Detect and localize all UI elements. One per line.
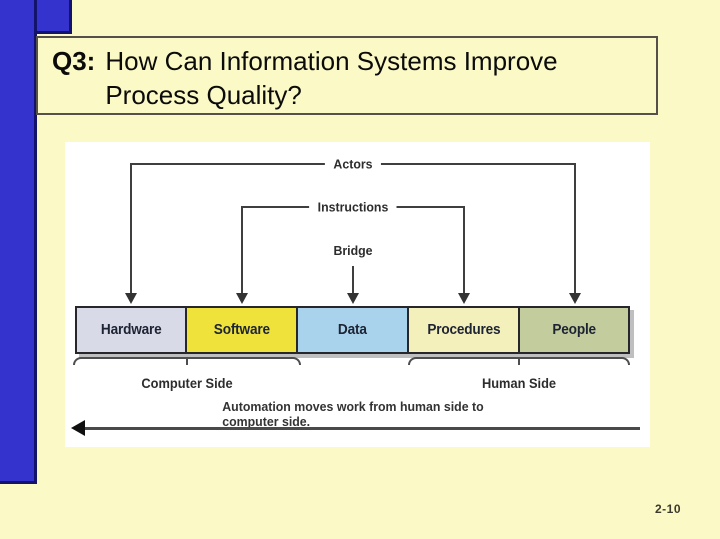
instructions-bracket-line: Instructions [242, 199, 464, 215]
instructions-label: Instructions [309, 199, 397, 215]
component-box-procedures: Procedures [408, 306, 519, 354]
component-box-people: People [519, 306, 630, 354]
down-arrow-people-line [574, 163, 576, 293]
diagram-panel: Actors Instructions Bridge Hardware Soft… [65, 142, 650, 447]
down-arrow-data-line [352, 266, 354, 293]
down-arrowhead-procedures-icon [458, 293, 470, 304]
title-line2: Process Quality? [105, 80, 302, 110]
down-arrow-software-line [241, 206, 243, 293]
human-side-brace-tick [518, 357, 520, 365]
component-label: Data [338, 322, 367, 338]
component-label: Procedures [426, 322, 501, 338]
component-label: Hardware [100, 322, 162, 338]
title-box: Q3: How Can Information Systems Improve … [36, 36, 658, 115]
computer-side-label: Computer Side [141, 376, 233, 391]
human-side-label: Human Side [481, 376, 557, 391]
component-label: Software [213, 322, 270, 338]
actors-bracket-line: Actors [131, 156, 575, 172]
component-label: People [552, 322, 596, 338]
automation-arrow-line [83, 427, 640, 430]
down-arrowhead-data-icon [347, 293, 359, 304]
down-arrowhead-hardware-icon [125, 293, 137, 304]
title-prefix: Q3: [52, 46, 96, 76]
computer-side-brace-tick [186, 357, 188, 365]
page-number: 2-10 [655, 502, 682, 516]
down-arrow-procedures-line [463, 206, 465, 293]
actors-label: Actors [324, 156, 382, 172]
automation-caption: Automation moves work from human side to… [222, 399, 484, 429]
component-row: Hardware Software Data Procedures People [75, 306, 630, 354]
down-arrowhead-people-icon [569, 293, 581, 304]
component-box-hardware: Hardware [75, 306, 186, 354]
down-arrow-hardware-line [130, 163, 132, 293]
component-box-software: Software [186, 306, 297, 354]
bridge-label: Bridge [333, 243, 373, 258]
title-line1: How Can Information Systems Improve [105, 46, 558, 76]
automation-arrowhead-left-icon [71, 420, 85, 436]
down-arrowhead-software-icon [236, 293, 248, 304]
blue-accent-bar [0, 0, 37, 484]
component-box-data: Data [297, 306, 408, 354]
